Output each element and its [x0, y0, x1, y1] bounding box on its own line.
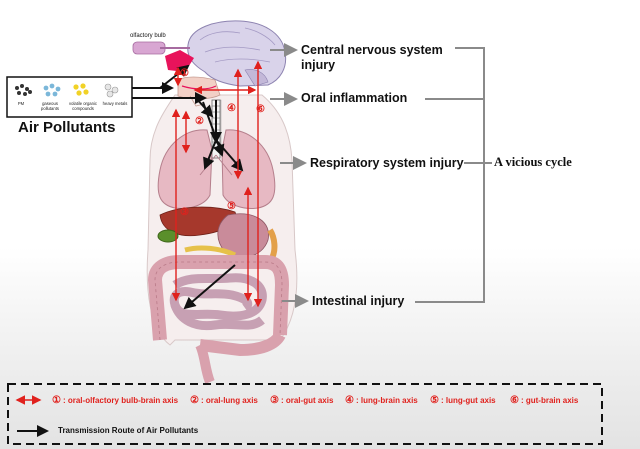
rectum	[195, 342, 215, 384]
injury-oral: Oral inflammation	[301, 91, 408, 105]
injury-cns: Central nervous system injury	[301, 43, 443, 72]
transmission-routes	[132, 64, 244, 310]
olfactory-bulb-label: olfactory bulb	[130, 33, 166, 39]
axis-number-1: ①	[180, 68, 189, 79]
injury-intestinal: Intestinal injury	[312, 294, 405, 308]
air-pollutants-title: Air Pollutants	[18, 119, 116, 136]
legend-axis-4: ④: lung-brain axis	[345, 395, 418, 406]
vicious-cycle-label: A vicious cycle	[494, 155, 572, 169]
legend-axis-3: ③: oral-gut axis	[270, 395, 334, 406]
injury-pointer-arrows	[270, 43, 309, 308]
legend-axis-1: ①: oral-olfactory bulb-brain axis	[52, 395, 179, 406]
pollutant-box	[6, 76, 133, 118]
voc-label: volatile organic compounds	[69, 101, 97, 111]
legend-box	[7, 383, 603, 445]
heavy-metals-label: heavy metals	[102, 101, 128, 106]
axis-number-6: ⑥	[256, 104, 265, 115]
vicious-cycle-bracket	[415, 47, 492, 303]
small-intestine	[169, 273, 267, 331]
axis-number-2: ②	[195, 116, 204, 127]
axis-number-4: ④	[227, 103, 236, 114]
pm-particles	[15, 84, 32, 96]
legend-transmission-route: Transmission Route of Air Pollutants	[58, 426, 199, 435]
injury-respiratory: Respiratory system injury	[310, 156, 464, 170]
legend-axis-2: ②: oral-lung axis	[190, 395, 258, 406]
voc-particles	[73, 83, 89, 96]
gas-particles	[43, 83, 61, 97]
legend-axis-5: ⑤: lung-gut axis	[430, 395, 496, 406]
gaseous-pollutants-label: gaseous pollutants	[41, 101, 59, 111]
axis-arrows	[171, 60, 263, 308]
legend-axis-6: ⑥: gut-brain axis	[510, 395, 579, 406]
brain	[187, 20, 287, 87]
large-intestine	[147, 255, 290, 357]
pm-label: PM	[17, 101, 25, 106]
axis-number-5: ⑤	[227, 201, 236, 212]
axis-number-3: ③	[180, 207, 189, 218]
heavy-metal-particles	[104, 83, 119, 98]
